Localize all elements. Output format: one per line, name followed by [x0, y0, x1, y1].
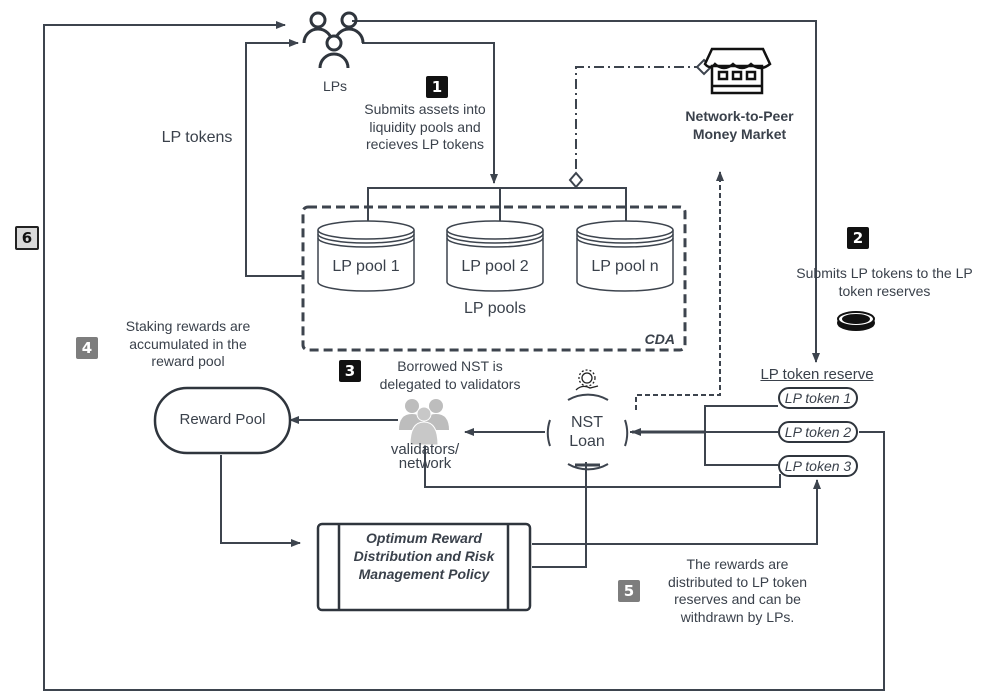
lp-token-2: LP token 2: [778, 421, 858, 443]
diamond-marker-pools: [568, 171, 584, 189]
nst-loan-shape: [546, 393, 629, 471]
reserve-title: LP token reserve: [760, 366, 874, 383]
reward-pool-label: Reward Pool: [179, 411, 266, 428]
reward-pool-shape: [153, 386, 292, 455]
connector-loan-to-market: [635, 171, 724, 410]
cda-label: CDA: [644, 331, 675, 347]
step-2-text: Submits LP tokens to the LP token reserv…: [796, 265, 973, 299]
users-outline-icon: [302, 11, 365, 69]
connector-reward-to-policy: [220, 455, 301, 547]
policy-label: Optimum Reward Distribution and Risk Man…: [353, 530, 495, 583]
pool-cylinders: [317, 220, 674, 292]
nst-loan-label: NST Loan: [569, 414, 605, 451]
validators-label: validators/ network: [390, 441, 460, 473]
storefront-icon: [703, 47, 772, 95]
connector-withdraw-loop: [43, 21, 885, 691]
pool-cylinder-2: [446, 220, 544, 292]
step-4-text: Staking rewards are accumulated in the r…: [125, 318, 251, 369]
step-5-badge: 5: [618, 580, 640, 602]
step-3-text: Borrowed NST is delegated to validators: [379, 358, 521, 392]
step-1-badge: 1: [426, 76, 448, 98]
connector-loan-to-policy: [532, 462, 587, 568]
policy-shape: [316, 522, 532, 612]
connector-policy-to-token3: [532, 479, 821, 545]
gear-hand-icon: [575, 369, 599, 391]
pools-group-label: LP pools: [464, 300, 526, 317]
coin-icon: [837, 311, 875, 331]
step-4-badge: 4: [76, 337, 98, 359]
connector-market-to-pools: [575, 66, 704, 178]
connector-validators-to-token3: [424, 440, 781, 488]
lp-token-1: LP token 1: [778, 387, 858, 409]
step-6-badge: 6: [15, 226, 39, 250]
lp-token-3: LP token 3: [778, 455, 858, 477]
connector-lps-to-pools: [362, 42, 498, 184]
step-3-badge: 3: [339, 360, 361, 382]
step-2-badge: 2: [847, 227, 869, 249]
pool-label-1: LP pool 1: [332, 258, 400, 275]
connector-pools-bus: [367, 187, 627, 222]
pool-cylinder-n: [576, 220, 674, 292]
users-group-icon: [399, 399, 449, 446]
connector-lp-tokens-return: [245, 39, 302, 277]
step-1-text: Submits assets into liquidity pools and …: [364, 101, 486, 152]
connector-tokens-to-loan: [630, 405, 778, 466]
lp-tokens-label: LP tokens: [161, 129, 233, 146]
cda-container: [301, 205, 687, 352]
lps-label: LPs: [322, 78, 348, 94]
pool-label-2: LP pool 2: [461, 258, 529, 275]
pool-cylinder-1: [317, 220, 415, 292]
market-label: Network-to-Peer Money Market: [685, 108, 794, 142]
step-5-text: The rewards are distributed to LP token …: [667, 556, 808, 625]
pool-label-n: LP pool n: [591, 258, 659, 275]
connector-lps-to-reserve: [352, 20, 820, 363]
